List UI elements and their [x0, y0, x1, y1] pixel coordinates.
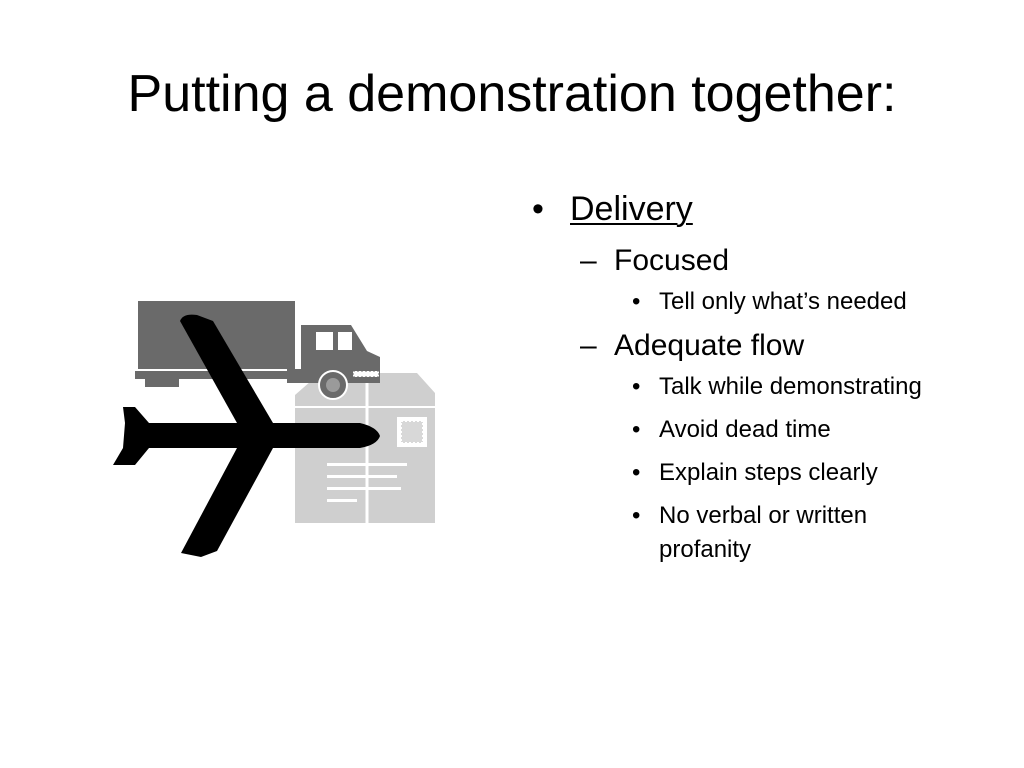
bullet-delivery-label: Delivery: [570, 190, 693, 228]
bullet-marker: •: [532, 190, 544, 228]
list-item-label: Explain steps clearly: [659, 459, 878, 486]
bullet-marker: •: [632, 502, 641, 529]
bullet-delivery: • Delivery: [532, 186, 1002, 232]
list-item: • Avoid dead time: [632, 413, 959, 447]
bullet-marker: •: [632, 288, 641, 315]
list-item-label: Avoid dead time: [659, 416, 831, 443]
shipping-clipart: [113, 301, 435, 557]
bullet-marker: •: [632, 373, 641, 400]
dash-marker: –: [580, 329, 597, 362]
list-item-label: Tell only what’s needed: [659, 288, 907, 315]
bullet-marker: •: [632, 416, 641, 443]
list-item-label: No verbal or written profanity: [659, 502, 868, 563]
sub-bullet-adequate-flow-label: Adequate flow: [614, 329, 805, 362]
list-item-label: Talk while demonstrating: [659, 373, 922, 400]
truck-icon: [135, 301, 380, 400]
list-item: • Explain steps clearly: [632, 456, 959, 490]
list-item: • No verbal or written profanity: [632, 499, 959, 567]
sub-bullet-focused: – Focused: [580, 242, 1002, 280]
dash-marker: –: [580, 244, 597, 277]
package-icon: [295, 373, 435, 523]
list-item: • Tell only what’s needed: [632, 285, 959, 319]
airplane-icon: [113, 314, 380, 557]
bullet-list: • Delivery – Focused • Tell only what’s …: [532, 186, 1002, 567]
slide-title: Putting a demonstration together:: [127, 65, 897, 123]
sub-bullet-adequate-flow: – Adequate flow: [580, 327, 1002, 365]
list-item: • Talk while demonstrating: [632, 370, 959, 404]
bullet-marker: •: [632, 459, 641, 486]
sub-bullet-focused-label: Focused: [614, 244, 730, 277]
